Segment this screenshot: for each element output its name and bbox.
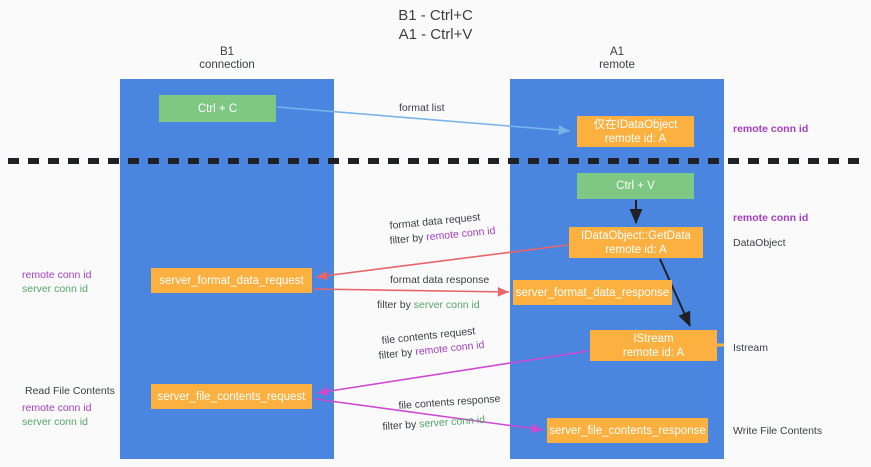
box-ctrl-c[interactable]: Ctrl + C <box>159 95 276 122</box>
side-label-remote-conn-id-mid: remote conn id <box>733 212 809 224</box>
lane-b1-role: connection <box>199 59 255 71</box>
arrow-format-data-response <box>313 287 510 297</box>
side-label-remote-conn-id-top: remote conn id <box>733 123 809 135</box>
edge-label-format-list: format list <box>399 102 445 114</box>
box-istream-line-1: IStream <box>633 332 674 345</box>
title-line-1: B1 - Ctrl+C <box>398 7 473 24</box>
filter-key-server-conn-id: server conn id <box>413 299 480 311</box>
side-label-conn-ids-top: remote conn id server conn id <box>22 268 91 296</box>
box-istream[interactable]: IStream remote id: A <box>590 330 717 361</box>
lane-header-b1: B1 connection <box>120 46 334 72</box>
box-ctrl-v-label: Ctrl + V <box>616 180 655 192</box>
side-label-read-file-contents: Read File Contents <box>25 385 115 397</box>
diagram-title: B1 - Ctrl+C A1 - Ctrl+V <box>0 6 871 44</box>
filter-prefix: filter by <box>378 346 416 362</box>
edge-label-file-contents-response: file contents response <box>398 392 501 412</box>
side-label-remote-conn-id-left-bottom: remote conn id <box>22 402 92 414</box>
lane-a1-name: A1 <box>609 46 625 58</box>
edge-label-format-data-response-filter: filter by server conn id <box>377 298 480 312</box>
side-label-server-conn-id-left-bottom: server conn id <box>22 416 88 428</box>
side-label-server-conn-id-left-top: server conn id <box>22 283 88 295</box>
box-server-file-contents-response-label: server_file_contents_response <box>549 424 706 437</box>
filter-prefix: filter by <box>389 231 427 247</box>
lane-header-a1: A1 remote <box>510 46 724 72</box>
box-getdata-line-2: remote id: A <box>605 243 667 256</box>
filter-prefix: filter by <box>377 299 414 311</box>
box-server-file-contents-request-label: server_file_contents_request <box>157 390 306 403</box>
box-data-object-line-2: remote id: A <box>604 132 667 145</box>
lane-b1-name: B1 <box>219 46 235 58</box>
box-ctrl-c-label: Ctrl + C <box>197 102 238 115</box>
side-label-dataobject: DataObject <box>733 237 786 249</box>
box-getdata-line-1: IDataObject::GetData <box>581 229 691 242</box>
side-label-remote-conn-id-left-top: remote conn id <box>22 269 92 281</box>
box-istream-line-2: remote id: A <box>622 346 685 359</box>
edge-label-format-data-response: format data response <box>390 274 490 286</box>
box-server-file-contents-response[interactable]: server_file_contents_response <box>547 418 708 443</box>
box-ctrl-v[interactable]: Ctrl + V <box>577 173 694 199</box>
lane-a1-role: remote <box>599 59 635 71</box>
edge-label-file-contents-response-filter: filter by server conn id <box>382 413 485 434</box>
box-server-file-contents-request[interactable]: server_file_contents_request <box>151 384 312 409</box>
side-label-write-file-contents: Write File Contents <box>733 425 823 437</box>
side-label-istream: Istream <box>733 342 769 354</box>
side-label-conn-ids-bottom: remote conn id server conn id <box>22 401 91 429</box>
box-idataobject-getdata[interactable]: IDataObject::GetData remote id: A <box>569 227 703 258</box>
box-server-format-data-request[interactable]: server_format_data_request <box>151 268 312 293</box>
box-server-format-data-response-label: server_format_data_response <box>515 286 670 299</box>
title-line-2: A1 - Ctrl+V <box>398 26 473 43</box>
box-server-format-data-response[interactable]: server_format_data_response <box>513 280 672 305</box>
box-server-format-data-request-label: server_format_data_request <box>159 274 304 287</box>
box-data-object-line-1: 仅在IDataObject <box>593 118 678 131</box>
filter-key-server-conn-id: server conn id <box>418 413 486 431</box>
box-data-object[interactable]: 仅在IDataObject remote id: A <box>577 116 694 147</box>
filter-prefix: filter by <box>382 418 420 433</box>
